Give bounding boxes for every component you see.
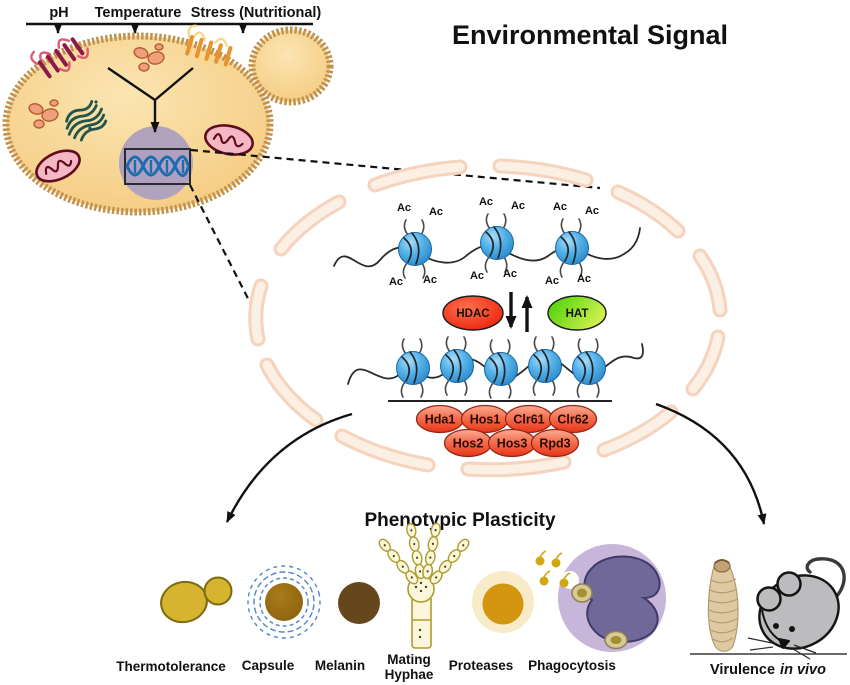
complex-label: Hos3 bbox=[497, 437, 528, 451]
complex-label: Rpd3 bbox=[539, 437, 570, 451]
nucleosome-icon bbox=[571, 338, 607, 398]
phenotype-labels: Thermotolerance Capsule Melanin Mating H… bbox=[116, 652, 616, 682]
phenotype-label: Mating bbox=[387, 652, 431, 667]
protease-halo-icon bbox=[472, 571, 534, 633]
receptor-icon bbox=[185, 24, 234, 71]
nucleosome-icon bbox=[395, 338, 431, 398]
nucleosome-icon bbox=[554, 218, 590, 278]
zoom-connector-bottom bbox=[189, 184, 259, 319]
acetyl-label: Ac bbox=[429, 206, 443, 218]
phenotype-label: Proteases bbox=[449, 658, 514, 673]
macrophage-nucleus bbox=[583, 555, 661, 643]
mitochondrion-icon bbox=[35, 149, 81, 183]
arrow-to-virulence bbox=[655, 402, 767, 525]
engulfed-yeast-icon bbox=[571, 583, 628, 650]
hdac-complex-pill: Hos1 bbox=[460, 404, 510, 434]
receptor-icon bbox=[30, 37, 90, 79]
acetyl-label: Ac bbox=[479, 196, 493, 208]
hdac-label: HDAC bbox=[456, 308, 489, 320]
yeast-cell-icon bbox=[2, 24, 334, 216]
zoom-connector-top bbox=[190, 148, 601, 190]
acetyl-label: Ac bbox=[397, 202, 411, 214]
golgi-icon bbox=[65, 100, 108, 142]
input-label-ph: pH bbox=[49, 5, 68, 21]
yeast-particles-icon bbox=[535, 550, 571, 588]
hat-badge bbox=[547, 295, 607, 331]
hdac-complex-pill: Clr61 bbox=[504, 404, 554, 434]
budding-yeast-icon bbox=[160, 576, 233, 624]
acetyl-label: Ac bbox=[553, 201, 567, 213]
condensed-chromatin bbox=[347, 336, 644, 402]
nucleosome-icon bbox=[397, 219, 433, 279]
acetyl-label: Ac bbox=[577, 273, 591, 285]
acetyl-label: Ac bbox=[389, 276, 403, 288]
phenotype-label: Melanin bbox=[315, 658, 365, 673]
signal-convergence-arrow bbox=[107, 67, 194, 133]
acetyl-label: Ac bbox=[511, 200, 525, 212]
mouse-icon bbox=[747, 557, 846, 660]
input-label-stress: Stress (Nutritional) bbox=[191, 5, 322, 21]
nucleosome-icon bbox=[527, 336, 563, 396]
environmental-inputs: pH Temperature Stress (Nutritional) bbox=[26, 5, 322, 34]
mouse-tail bbox=[805, 557, 846, 602]
figure-title: Environmental Signal bbox=[452, 20, 728, 50]
acetyl-label: Ac bbox=[423, 274, 437, 286]
melanized-cell-icon bbox=[338, 582, 380, 624]
hdac-complexes: Hda1 Hos1 Clr61 Clr62 Hos2 Hos3 Rpd3 bbox=[415, 404, 598, 458]
nucleosome-icon bbox=[479, 213, 515, 273]
mating-hyphae-icon bbox=[376, 521, 472, 649]
vesicles-icon bbox=[133, 43, 165, 72]
hdac-complex-pill: Hos2 bbox=[443, 428, 493, 458]
vesicles-icon bbox=[28, 99, 59, 129]
hdac-complex-pill: Rpd3 bbox=[530, 428, 580, 458]
complex-label: Clr61 bbox=[513, 413, 544, 427]
acetyl-label: Ac bbox=[545, 275, 559, 287]
phenotypic-plasticity-title: Phenotypic Plasticity bbox=[364, 510, 556, 531]
larva-icon bbox=[707, 559, 739, 652]
phenotype-label: Thermotolerance bbox=[116, 659, 226, 674]
complex-label: Clr62 bbox=[557, 413, 588, 427]
acetylated-chromatin: Ac Ac Ac Ac Ac Ac Ac Ac Ac Ac Ac Ac bbox=[333, 196, 641, 288]
nucleosome-icon bbox=[439, 336, 475, 396]
acetyl-label: Ac bbox=[503, 268, 517, 280]
hdac-hat-equilibrium: HDAC HAT bbox=[442, 292, 607, 332]
hdac-badge bbox=[442, 295, 504, 331]
complex-label: Hda1 bbox=[425, 413, 456, 427]
mouse-ear bbox=[756, 586, 782, 612]
phenotype-label: Capsule bbox=[242, 658, 295, 673]
input-label-temperature: Temperature bbox=[95, 5, 182, 21]
encapsulated-cell-icon bbox=[247, 565, 321, 639]
phenotype-label: Hyphae bbox=[385, 667, 434, 682]
arrow-to-phenotypes bbox=[225, 412, 353, 523]
nucleosome-icon bbox=[483, 339, 519, 399]
phenotype-label: Phagocytosis bbox=[528, 658, 616, 673]
hdac-complex-pill: Hos3 bbox=[487, 428, 537, 458]
acetyl-label: Ac bbox=[585, 205, 599, 217]
dna-icon bbox=[124, 148, 191, 185]
hdac-complex-pill: Clr62 bbox=[548, 404, 598, 434]
mitochondrion-icon bbox=[204, 124, 254, 156]
complex-label: Hos1 bbox=[470, 413, 501, 427]
acetyl-label: Ac bbox=[470, 270, 484, 282]
mouse-ear bbox=[776, 571, 802, 597]
bud-icon bbox=[248, 26, 334, 106]
hdac-complex-pill: Hda1 bbox=[415, 404, 465, 434]
hat-label: HAT bbox=[566, 308, 589, 320]
macrophage-icon bbox=[535, 544, 666, 652]
complex-label: Hos2 bbox=[453, 437, 484, 451]
